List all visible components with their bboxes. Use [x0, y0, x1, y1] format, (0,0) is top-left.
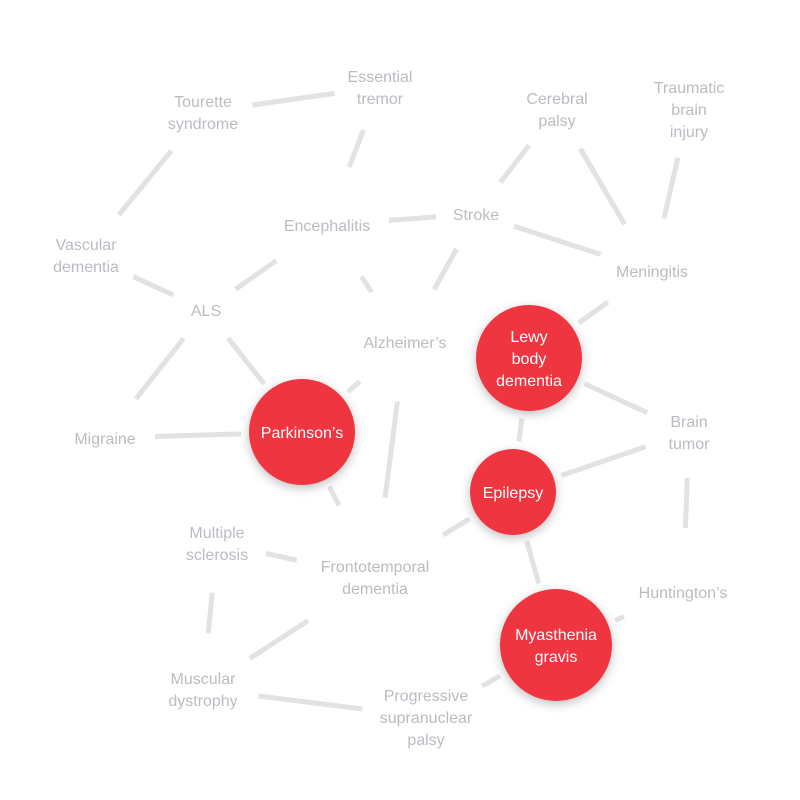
edge-alzheimers-frontotemporal-dementia	[382, 401, 400, 498]
edge-brain-tumor-epilepsy	[560, 444, 647, 478]
node-cerebral-palsy-label-line: palsy	[538, 113, 575, 130]
node-multiple-sclerosis-label-line: Multiple	[189, 525, 244, 542]
edge-muscular-dystrophy-progressive-supranuclear-palsy	[258, 693, 363, 712]
node-myasthenia-gravis-label-line: gravis	[535, 649, 578, 666]
node-stroke: Stroke	[453, 207, 499, 224]
edge-frontotemporal-dementia-muscular-dystrophy	[248, 618, 310, 661]
edges-layer	[116, 90, 690, 712]
edge-tourette-essential-tremor	[252, 90, 335, 108]
edge-lewy-body-dementia-epilepsy	[516, 418, 525, 442]
edge-alzheimers-parkinsons	[346, 379, 362, 394]
node-multiple-sclerosis-label-line: sclerosis	[186, 547, 248, 564]
node-als-label-line: ALS	[191, 303, 221, 320]
node-migraine-label-line: Migraine	[74, 431, 135, 448]
node-brain-tumor-label-line: tumor	[669, 436, 711, 453]
edge-stroke-meningitis	[513, 223, 602, 257]
edge-encephalitis-stroke	[388, 214, 437, 223]
node-epilepsy: Epilepsy	[470, 449, 556, 535]
node-encephalitis-label-line: Encephalitis	[284, 218, 370, 235]
node-parkinsons-circle	[249, 379, 355, 485]
edge-parkinsons-frontotemporal-dementia	[327, 485, 342, 507]
node-vascular-dementia: Vascular dementia	[53, 237, 119, 276]
node-lewy-body-dementia-circle	[476, 305, 582, 411]
edge-encephalitis-alzheimers	[359, 275, 374, 294]
node-lewy-body-dementia-label-line: Lewy	[510, 329, 547, 346]
node-epilepsy-circle	[470, 449, 556, 535]
node-meningitis: Meningitis	[616, 264, 688, 281]
node-lewy-body-dementia: Lewy body dementia	[476, 305, 582, 411]
node-stroke-label-line: Stroke	[453, 207, 499, 224]
node-progressive-supranuclear-palsy-label-line: palsy	[407, 732, 444, 749]
node-vascular-dementia-label-line: Vascular	[55, 237, 117, 254]
node-myasthenia-gravis-label-line: Myasthenia	[515, 627, 597, 644]
node-progressive-supranuclear-palsy-label-line: Progressive	[384, 688, 469, 705]
node-frontotemporal-dementia-label-line: dementia	[342, 581, 408, 598]
node-multiple-sclerosis: Multiple sclerosis	[186, 525, 248, 564]
node-lewy-body-dementia-label-line: dementia	[496, 373, 562, 390]
edge-migraine-parkinsons	[154, 431, 242, 439]
node-vascular-dementia-label-line: dementia	[53, 259, 119, 276]
node-brain-tumor: Brain tumor	[669, 414, 711, 453]
node-meningitis-label-line: Meningitis	[616, 264, 688, 281]
edge-multiple-sclerosis-muscular-dystrophy	[205, 592, 215, 634]
node-brain-tumor-label-line: Brain	[670, 414, 707, 431]
node-huntingtons: Huntington’s	[639, 585, 728, 602]
node-frontotemporal-dementia: Frontotemporal dementia	[321, 559, 430, 598]
edge-epilepsy-myasthenia-gravis	[524, 540, 542, 585]
edge-stroke-alzheimers	[431, 247, 459, 291]
node-myasthenia-gravis-circle	[500, 589, 612, 701]
node-muscular-dystrophy-label-line: Muscular	[171, 671, 237, 688]
node-essential-tremor-label-line: tremor	[357, 91, 404, 108]
node-progressive-supranuclear-palsy: Progressive supranuclear palsy	[380, 688, 473, 749]
node-cerebral-palsy-label-line: Cerebral	[526, 91, 587, 108]
edge-huntingtons-myasthenia-gravis	[614, 614, 625, 623]
edge-encephalitis-als	[234, 258, 278, 292]
node-alzheimers-label-line: Alzheimer’s	[364, 335, 447, 352]
edge-als-migraine	[134, 336, 186, 401]
node-migraine: Migraine	[74, 431, 135, 448]
edge-vascular-dementia-als	[132, 274, 175, 298]
node-myasthenia-gravis: Myasthenia gravis	[500, 589, 612, 701]
node-tourette-label-line: syndrome	[168, 116, 238, 133]
edge-cerebral-palsy-meningitis	[578, 147, 627, 226]
node-epilepsy-label-line: Epilepsy	[483, 485, 543, 502]
node-muscular-dystrophy: Muscular dystrophy	[168, 671, 237, 710]
node-parkinsons-label-line: Parkinson’s	[261, 425, 343, 442]
edge-cerebral-palsy-stroke	[498, 143, 531, 184]
node-traumatic-brain-injury-label-line: Traumatic	[654, 80, 725, 97]
node-encephalitis: Encephalitis	[284, 218, 370, 235]
node-traumatic-brain-injury-label-line: brain	[671, 102, 707, 119]
edge-tourette-vascular-dementia	[116, 149, 174, 217]
edge-lewy-body-dementia-brain-tumor	[583, 381, 649, 415]
node-parkinsons: Parkinson’s	[249, 379, 355, 485]
node-cerebral-palsy: Cerebral palsy	[526, 91, 587, 130]
edge-epilepsy-frontotemporal-dementia	[441, 516, 471, 538]
node-huntingtons-label-line: Huntington’s	[639, 585, 728, 602]
edge-essential-tremor-encephalitis	[346, 129, 366, 168]
nodes-layer: Tourette syndrome Essential tremor Cerebral p…	[53, 69, 727, 749]
node-lewy-body-dementia-label-line: body	[512, 351, 547, 368]
node-alzheimers: Alzheimer’s	[364, 335, 447, 352]
node-tourette-label-line: Tourette	[174, 94, 232, 111]
edge-brain-tumor-huntingtons	[682, 477, 690, 529]
node-muscular-dystrophy-label-line: dystrophy	[168, 693, 237, 710]
edge-als-parkinsons	[226, 336, 267, 386]
node-tourette: Tourette syndrome	[168, 94, 238, 133]
edge-meningitis-lewy-body-dementia	[577, 300, 610, 325]
node-essential-tremor: Essential tremor	[348, 69, 413, 108]
node-als: ALS	[191, 303, 221, 320]
node-frontotemporal-dementia-label-line: Frontotemporal	[321, 559, 430, 576]
node-traumatic-brain-injury: Traumatic brain injury	[654, 80, 725, 141]
edge-traumatic-brain-injury-meningitis	[661, 157, 681, 219]
node-traumatic-brain-injury-label-line: injury	[670, 124, 708, 141]
node-essential-tremor-label-line: Essential	[348, 69, 413, 86]
edge-myasthenia-gravis-progressive-supranuclear-palsy	[480, 673, 502, 689]
edge-multiple-sclerosis-frontotemporal-dementia	[265, 551, 298, 563]
node-progressive-supranuclear-palsy-label-line: supranuclear	[380, 710, 473, 727]
